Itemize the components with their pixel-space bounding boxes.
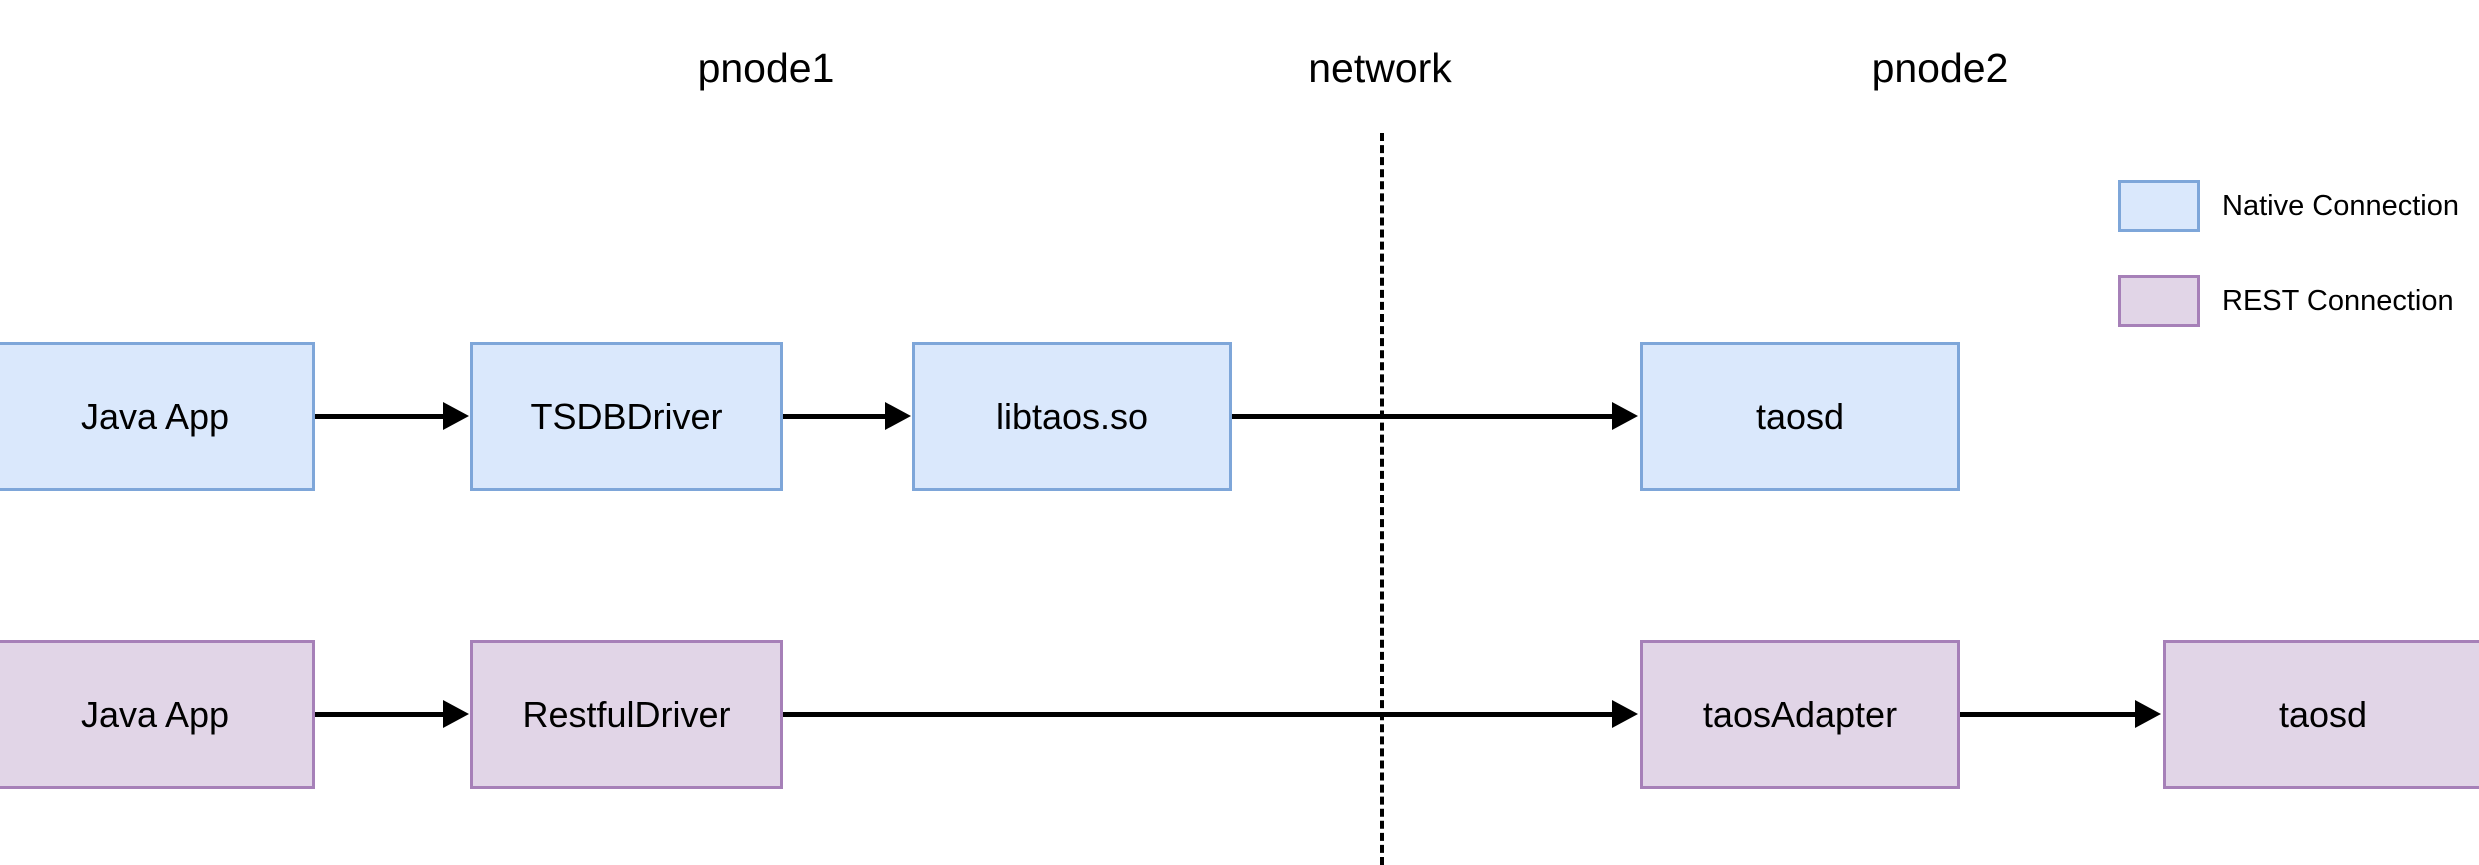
connector-taosadapter-to-taosd bbox=[1960, 712, 2137, 717]
arrowhead-java-app-to-tsdbdriver bbox=[443, 402, 469, 430]
connector-java-app-to-restfuldriver bbox=[315, 712, 445, 717]
legend-swatch-rest-icon bbox=[2118, 275, 2200, 327]
legend-swatch-native-icon bbox=[2118, 180, 2200, 232]
node-java-app-rest[interactable]: Java App bbox=[0, 640, 315, 789]
legend-item-native: Native Connection bbox=[2118, 180, 2459, 232]
node-java-app-native[interactable]: Java App bbox=[0, 342, 315, 491]
legend-item-rest: REST Connection bbox=[2118, 275, 2454, 327]
arrowhead-taosadapter-to-taosd bbox=[2135, 700, 2161, 728]
connector-restfuldriver-to-taosadapter bbox=[783, 712, 1614, 717]
node-restfuldriver[interactable]: RestfulDriver bbox=[470, 640, 783, 789]
connector-libtaos-to-taosd bbox=[1232, 414, 1614, 419]
arrowhead-tsdbdriver-to-libtaos bbox=[885, 402, 911, 430]
arrowhead-java-app-to-restfuldriver bbox=[443, 700, 469, 728]
connector-java-app-to-tsdbdriver bbox=[315, 414, 445, 419]
column-header-pnode1: pnode1 bbox=[697, 45, 835, 91]
legend-label-rest: REST Connection bbox=[2222, 284, 2454, 317]
node-libtaos-so[interactable]: libtaos.so bbox=[912, 342, 1232, 491]
node-taosd-rest[interactable]: taosd bbox=[2163, 640, 2479, 789]
node-taosadapter[interactable]: taosAdapter bbox=[1640, 640, 1960, 789]
node-taosd-native[interactable]: taosd bbox=[1640, 342, 1960, 491]
node-tsdbdriver[interactable]: TSDBDriver bbox=[470, 342, 783, 491]
column-header-network: network bbox=[1308, 45, 1452, 91]
connector-tsdbdriver-to-libtaos bbox=[783, 414, 887, 419]
legend-label-native: Native Connection bbox=[2222, 189, 2459, 222]
column-header-pnode2: pnode2 bbox=[1871, 45, 2009, 91]
arrowhead-restfuldriver-to-taosadapter bbox=[1612, 700, 1638, 728]
network-boundary-line bbox=[1380, 133, 1384, 865]
arrowhead-libtaos-to-taosd bbox=[1612, 402, 1638, 430]
